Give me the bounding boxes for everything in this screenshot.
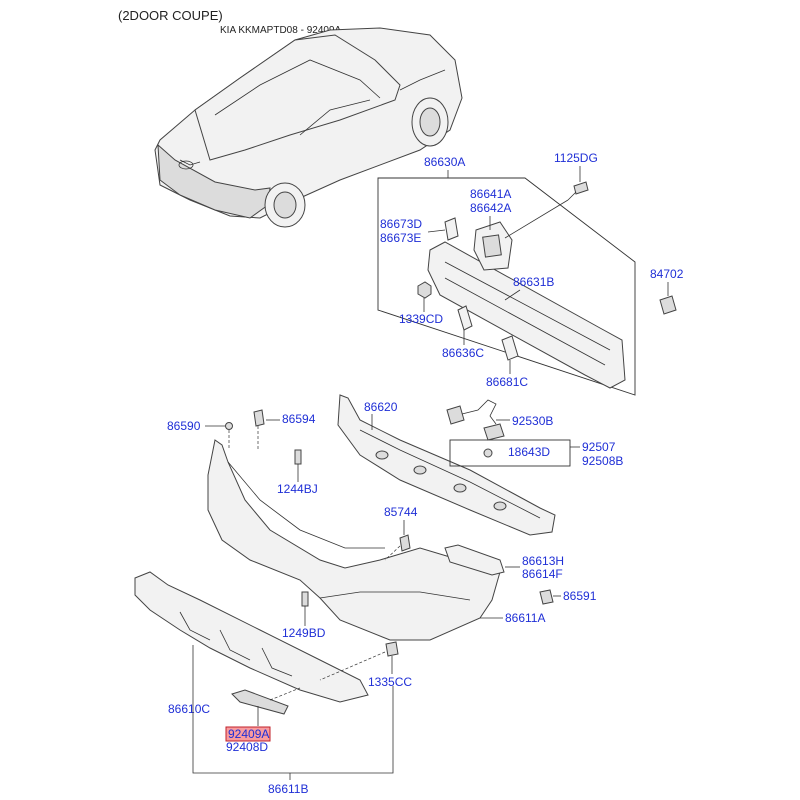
label-92507: 92507	[582, 440, 616, 454]
bumper-cover-86611A	[207, 439, 501, 641]
bracket-86613H	[444, 544, 505, 576]
label-86673D: 86673D	[380, 217, 422, 231]
label-92408D: 92408D	[226, 740, 268, 754]
label-1125DG: 1125DG	[554, 151, 598, 165]
label-92530B: 92530B	[512, 414, 553, 428]
label-86614F: 86614F	[522, 567, 563, 581]
bolt-1125DG	[573, 181, 589, 195]
bracket-86636C	[457, 305, 473, 331]
screw-1249BD	[301, 591, 309, 607]
label-86610C: 86610C	[168, 702, 210, 716]
fastener-86590	[225, 422, 233, 430]
car-illustration	[154, 27, 463, 228]
label-84702: 84702	[650, 267, 684, 281]
fastener-86591	[539, 589, 554, 605]
label-86642A: 86642A	[470, 201, 511, 215]
energy-absorber-86620	[337, 394, 556, 536]
label-92409A: 92409A	[228, 727, 269, 741]
screw-1244BJ	[294, 449, 302, 465]
lamp-92507	[483, 423, 505, 441]
label-86620: 86620	[364, 400, 398, 414]
diagram-subtitle: KIA KKMAPTD08 - 92409A	[220, 25, 342, 36]
label-1339CD: 1339CD	[399, 312, 443, 326]
label-1335CC: 1335CC	[368, 675, 412, 689]
connector-18643D	[483, 448, 493, 458]
label-86613H: 86613H	[522, 554, 564, 568]
label-86590: 86590	[167, 419, 201, 433]
label-86611A: 86611A	[505, 611, 545, 625]
reflector-92409A	[231, 689, 289, 715]
reinforcement-group-box	[377, 177, 636, 396]
sensor-92530B	[446, 405, 465, 425]
bracket-86673D	[444, 217, 459, 241]
label-86591: 86591	[563, 589, 597, 603]
bracket-85744	[399, 534, 411, 552]
lower-diffuser-86610C	[134, 571, 369, 703]
label-1244BJ: 1244BJ	[277, 482, 318, 496]
clip-1335CC	[385, 641, 399, 657]
label-86673E: 86673E	[380, 231, 421, 245]
label-92508B: 92508B	[582, 454, 623, 468]
nut-1339CD	[417, 281, 432, 299]
label-86636C: 86636C	[442, 346, 484, 360]
sensor-group-box	[449, 439, 571, 467]
label-86641A: 86641A	[470, 187, 511, 201]
label-1249BD: 1249BD	[282, 626, 326, 640]
label-18643D: 18643D	[508, 445, 550, 459]
label-86631B: 86631B	[513, 275, 554, 289]
clip-84702	[659, 295, 677, 315]
label-86611B: 86611B	[268, 782, 308, 796]
label-85744: 85744	[384, 505, 418, 519]
highlight-92409A	[225, 726, 271, 742]
label-86630A: 86630A	[424, 155, 465, 169]
bracket-86681C	[501, 335, 519, 361]
diagram-title: (2DOOR COUPE)	[118, 8, 223, 23]
bumper-beam-86631B	[427, 241, 626, 389]
label-86681C: 86681C	[486, 375, 528, 389]
clip-86594	[253, 409, 265, 427]
label-86594: 86594	[282, 412, 316, 426]
